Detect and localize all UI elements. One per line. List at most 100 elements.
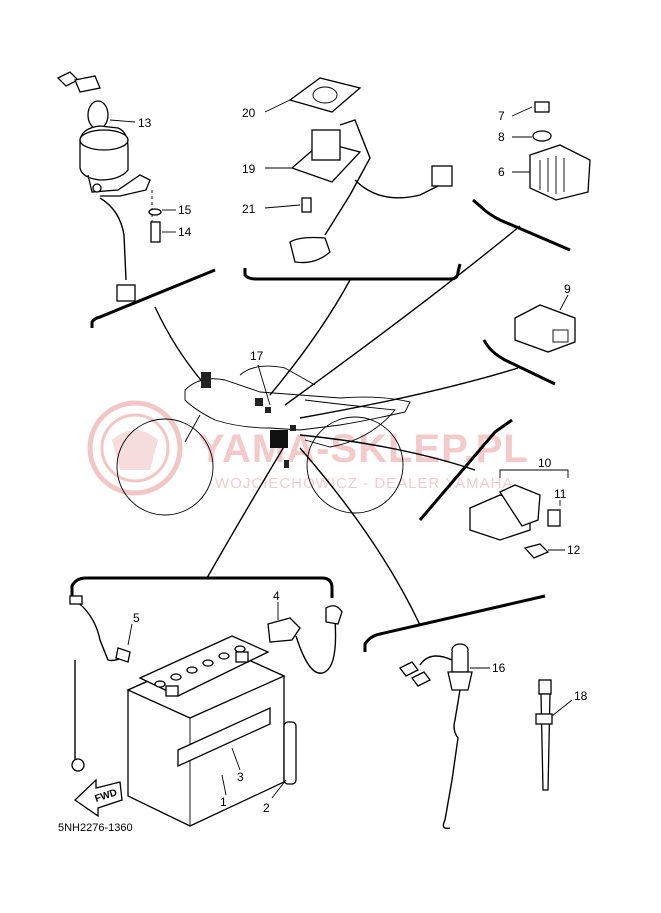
ignition-switch-top: [79, 129, 129, 151]
bracket-relay: [482, 339, 556, 386]
leader-sensor: [299, 447, 421, 626]
watermark-logo: [87, 400, 183, 496]
leader-regulator: [284, 225, 521, 406]
callout-14: 14: [178, 225, 192, 239]
bracket-10: [499, 469, 569, 478]
cable-tie-head: [538, 679, 552, 695]
motorcycle-outline: [116, 365, 411, 516]
front-wheel: [116, 418, 214, 516]
cable-tie-group: 18: [535, 679, 588, 791]
bracket-sensor: [363, 594, 546, 652]
sensor-wire-a: [419, 655, 453, 666]
sender-wire: [354, 179, 441, 199]
cable-5-terminal: [71, 758, 85, 772]
battery-group: 4 5 3 1 2 FWD: [69, 589, 343, 827]
bolt-12: [523, 543, 550, 559]
cable-4-boot: [325, 605, 343, 625]
leader-ignition: [154, 306, 206, 386]
relay-9-socket: [552, 329, 569, 343]
cable-tie-mount: [535, 713, 553, 725]
callout-16: 16: [492, 661, 506, 675]
callout-18: 18: [574, 689, 588, 703]
sender-block: [311, 129, 341, 161]
bracket-regulator: [472, 198, 571, 252]
callout-21: 21: [242, 202, 256, 216]
regulator-6: [529, 144, 591, 201]
float: [289, 236, 331, 264]
cable-4-wire: [295, 619, 337, 674]
leader-21: [264, 204, 301, 209]
relay-group: 9: [514, 282, 576, 353]
callout-8: 8: [498, 130, 505, 144]
callout-13: 13: [138, 116, 152, 130]
leader-relay: [299, 367, 519, 419]
marker-a: [255, 398, 263, 406]
leader-5: [127, 623, 133, 646]
bolt-14: [150, 221, 161, 243]
leader-7: [511, 106, 533, 117]
leader-fuel-sender: [269, 279, 351, 396]
callout-15: 15: [178, 203, 192, 217]
washer-8: [532, 130, 552, 142]
screw-21: [301, 197, 312, 213]
fuse-11: [547, 509, 561, 527]
rear-wheel: [306, 416, 404, 514]
callout-7: 7: [498, 109, 505, 123]
breather-hose-2: [283, 721, 297, 785]
bracket-battery: [70, 576, 334, 598]
sensor-plug-b: [411, 671, 431, 687]
sensor-plug-a: [399, 661, 419, 677]
bracket-ignition-switch: [90, 268, 216, 328]
fuel-tank: [239, 365, 316, 386]
key-head-1: [56, 71, 80, 87]
regulator-group: 7 8 6: [498, 101, 591, 201]
bike-body: [184, 378, 411, 431]
callout-4: 4: [273, 589, 280, 603]
relay-9: [514, 304, 576, 353]
leader-battery: [206, 444, 286, 579]
battery-strap-3: [177, 706, 271, 768]
cable-4-terminal: [267, 617, 301, 643]
key-ring: [87, 100, 109, 130]
group-brackets: [70, 198, 571, 652]
ignition-bolt: [92, 183, 102, 193]
gasket-20: [288, 77, 362, 113]
callout-17: 17: [250, 349, 264, 363]
battery-terminal-pos: [235, 651, 249, 663]
ignition-connector: [116, 284, 136, 302]
battery-location-marker: [270, 430, 288, 448]
leader-20: [264, 99, 291, 113]
leader-3: [231, 747, 241, 771]
bike-callout-group: 17: [250, 349, 271, 406]
battery-cells: [154, 645, 246, 688]
sensor-base: [447, 671, 473, 691]
sensor-probe: [444, 689, 461, 821]
ignition-switch-group: 13 15 14: [56, 71, 192, 302]
callout-20: 20: [242, 106, 256, 120]
callout-10: 10: [538, 456, 552, 470]
watermark: YAMA-SKLEP.PL WOJCIECHOWICZ - DEALER YAM…: [87, 400, 528, 496]
sender-arm: [324, 119, 371, 236]
washer-15: [148, 208, 162, 216]
callout-9: 9: [564, 282, 571, 296]
callout-1: 1: [220, 795, 227, 809]
screw-7: [534, 101, 550, 113]
fuel-sender-group: 20 19 21: [242, 77, 453, 264]
sensor-group: 16: [399, 643, 506, 830]
ignition-wire: [99, 197, 127, 281]
gasket-20-hole: [312, 86, 338, 104]
sensor-probe-hook: [442, 819, 451, 830]
callout-2: 2: [263, 801, 270, 815]
cable-5-end: [69, 595, 83, 605]
bracket-fuel-sender: [243, 263, 462, 281]
leader-2: [271, 779, 287, 799]
leader-9: [559, 294, 569, 311]
marker-c: [290, 425, 296, 431]
cable-tie-strap: [540, 693, 551, 791]
callout-12: 12: [567, 543, 581, 557]
callout-6: 6: [498, 165, 505, 179]
bracket-starter-relay: [418, 418, 513, 521]
rear-fender: [304, 399, 396, 448]
watermark-sub-text: WOJCIECHOWICZ - DEALER YAMAHA: [215, 475, 513, 492]
